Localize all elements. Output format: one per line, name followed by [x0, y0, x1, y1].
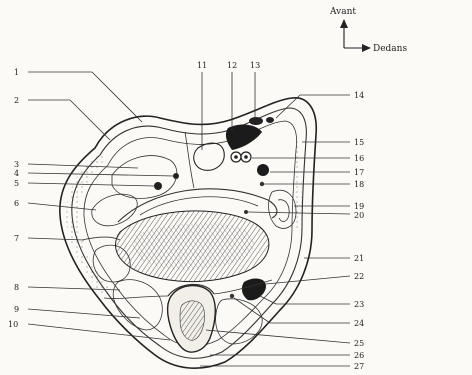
label-22: 22 — [354, 272, 364, 281]
label-26: 26 — [354, 351, 364, 360]
top-labels: 11 12 13 — [197, 61, 260, 70]
septum-upper — [185, 132, 194, 188]
label-1: 1 — [14, 68, 19, 77]
left-labels: 1 2 3 4 5 6 7 8 9 10 — [8, 68, 19, 329]
label-21: 21 — [354, 254, 364, 263]
label-9: 9 — [14, 305, 19, 314]
orientation-right-label: Dedans — [373, 44, 407, 54]
label-13: 13 — [250, 61, 260, 70]
dark-round-structure — [257, 164, 269, 176]
label-15: 15 — [354, 138, 364, 147]
cross-section-drawing — [60, 98, 316, 368]
small-dot-20 — [244, 210, 248, 214]
label-27: 27 — [354, 362, 364, 371]
label-20: 20 — [354, 211, 364, 220]
label-8: 8 — [14, 283, 19, 292]
label-11: 11 — [197, 61, 207, 70]
orientation-up-label: Avant — [329, 7, 356, 17]
label-6: 6 — [14, 199, 19, 208]
label-10: 10 — [8, 320, 18, 329]
small-dot-24 — [230, 294, 234, 298]
label-24: 24 — [354, 319, 364, 328]
label-7: 7 — [14, 234, 19, 243]
teardrop-structure — [194, 143, 224, 170]
label-19: 19 — [354, 202, 364, 211]
label-16: 16 — [354, 154, 364, 163]
muscle-compartment-left-mid — [92, 194, 137, 226]
label-3: 3 — [14, 160, 19, 169]
label-12: 12 — [227, 61, 237, 70]
orientation-right-arrowhead-icon — [362, 44, 371, 52]
label-2: 2 — [14, 96, 19, 105]
label-17: 17 — [354, 168, 364, 177]
orientation-up-arrowhead-icon — [340, 19, 348, 28]
small-dark-oval-13 — [249, 117, 263, 125]
small-dark-oval-13b — [266, 117, 274, 123]
label-25: 25 — [354, 339, 364, 348]
label-4: 4 — [14, 169, 19, 178]
orientation-indicator: Avant Dedans — [329, 7, 407, 54]
label-5: 5 — [14, 179, 19, 188]
small-dot-18 — [260, 182, 264, 186]
label-18: 18 — [354, 180, 364, 189]
muscle-compartment-right-inner — [278, 200, 289, 222]
septum-left — [82, 237, 120, 240]
label-14: 14 — [354, 91, 364, 100]
muscle-compartment-left-upper — [112, 156, 177, 199]
lower-left-compartment — [113, 280, 162, 330]
dark-wedge-structure — [226, 125, 262, 150]
small-dot-5 — [154, 182, 162, 190]
vessel-cluster — [231, 152, 251, 162]
label-23: 23 — [354, 300, 364, 309]
right-labels: 14 15 16 17 18 19 20 21 22 23 24 25 26 2… — [354, 91, 364, 371]
